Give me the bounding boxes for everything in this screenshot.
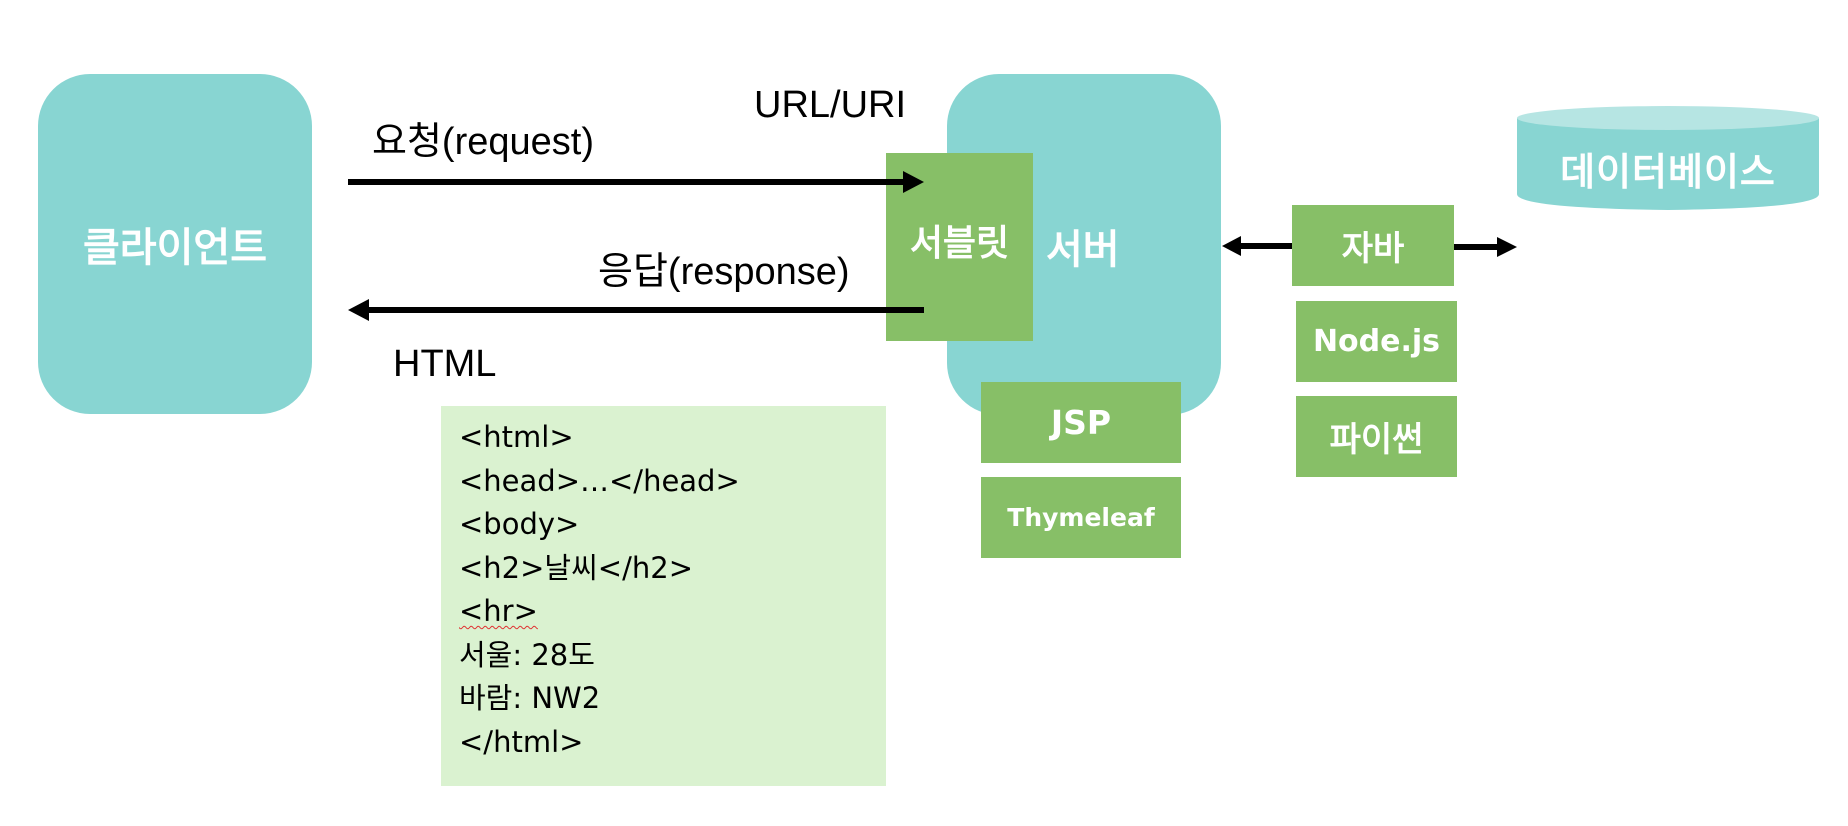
database-label: 데이터베이스 xyxy=(1560,149,1776,194)
servlet-label: 서블릿 xyxy=(909,223,1010,264)
code-line: </html> xyxy=(459,724,584,759)
url-label: URL/URI xyxy=(754,84,907,126)
language-box-python: 파이썬 xyxy=(1296,396,1457,477)
java-database-arrow xyxy=(1454,237,1517,257)
template-box-thymeleaf: Thymeleaf xyxy=(981,477,1181,558)
language-label: 파이썬 xyxy=(1329,420,1424,460)
code-line-hr-text: <hr> xyxy=(459,594,538,628)
request-arrow xyxy=(348,171,924,193)
response-label: 응답(response) xyxy=(598,251,850,293)
database-body xyxy=(1517,118,1819,210)
code-line: 바람: NW2 xyxy=(459,681,601,715)
html-code-box: <html> <head>…</head> <body> <h2>날씨</h2>… xyxy=(441,406,886,786)
database-top xyxy=(1517,106,1819,130)
server-label: 서버 xyxy=(1046,227,1120,273)
server-java-arrow xyxy=(1222,236,1292,256)
template-label: JSP xyxy=(1050,403,1112,442)
template-box-jsp: JSP xyxy=(981,382,1181,463)
code-line-hr: <hr> xyxy=(459,590,868,634)
code-line: 서울: 28도 xyxy=(459,637,595,672)
html-label: HTML xyxy=(393,343,497,385)
database-cylinder xyxy=(1517,106,1819,210)
client-box: 클라이언트 xyxy=(38,74,312,414)
language-box-nodejs: Node.js xyxy=(1296,301,1457,382)
language-label: Node.js xyxy=(1312,324,1441,359)
code-line: <body> xyxy=(459,507,580,541)
response-arrow xyxy=(348,299,924,321)
language-box-java: 자바 xyxy=(1292,205,1454,286)
request-label: 요청(request) xyxy=(372,121,594,163)
code-line: <h2>날씨</h2> xyxy=(459,550,693,585)
template-label: Thymeleaf xyxy=(1007,503,1155,532)
client-label: 클라이언트 xyxy=(83,225,267,271)
code-line: <html> xyxy=(459,420,574,454)
database-label-wrap: 데이터베이스 xyxy=(1517,130,1819,206)
language-label: 자바 xyxy=(1341,229,1405,269)
code-line: <head>…</head> xyxy=(459,463,740,498)
